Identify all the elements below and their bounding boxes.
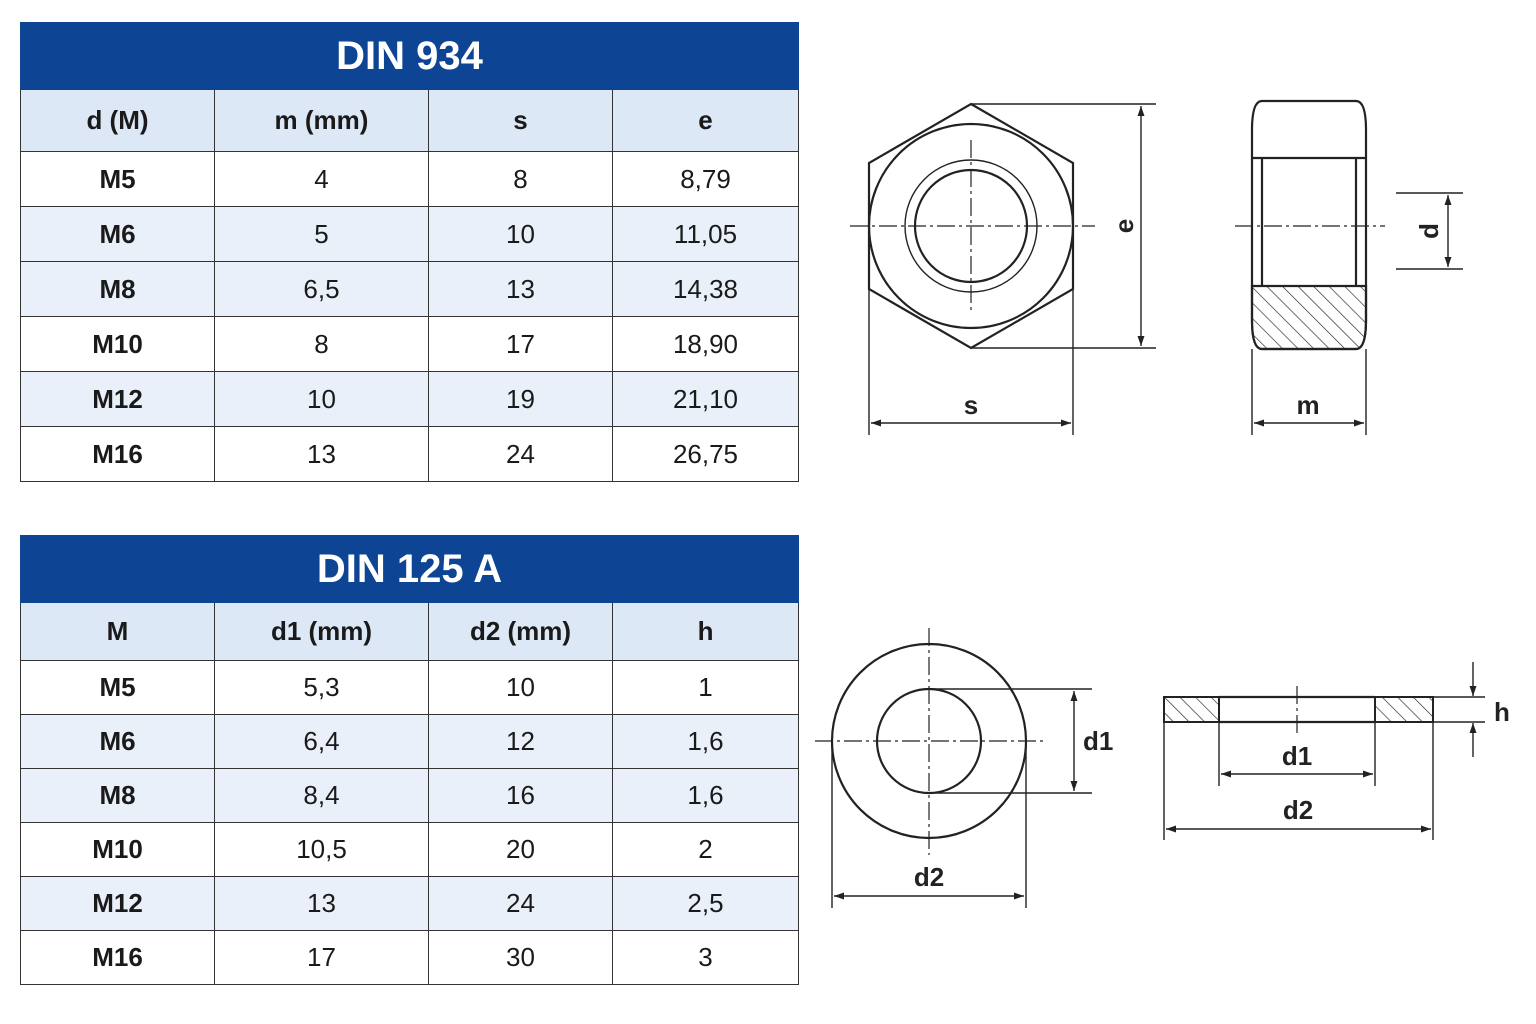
table-cell: 1,6 — [611, 714, 800, 769]
table-cell: 10 — [214, 371, 429, 427]
table-row: M10 8 17 18,90 — [20, 316, 799, 372]
table-cell: 6,5 — [214, 261, 429, 317]
din125a-header-d2: d2 (mm) — [428, 602, 613, 661]
label-e: e — [1109, 219, 1139, 233]
table-cell: 8,79 — [612, 151, 799, 207]
label-d2: d2 — [1283, 795, 1313, 825]
table-cell: 8 — [428, 151, 613, 207]
table-cell: M16 — [20, 426, 215, 482]
din934-header-e: e — [612, 89, 799, 152]
table-row: M16 13 24 26,75 — [20, 426, 799, 482]
table-cell: M16 — [20, 930, 215, 985]
table-cell: M12 — [20, 876, 215, 931]
table-cell: 1,6 — [611, 768, 800, 823]
table-cell: 2 — [611, 822, 800, 877]
table-cell: 1 — [611, 660, 800, 715]
label-d: d — [1414, 223, 1444, 239]
table-cell: 14,38 — [612, 261, 799, 317]
table-cell: M8 — [20, 768, 215, 823]
din125a-header-d1: d1 (mm) — [214, 602, 429, 661]
table-cell: 24 — [428, 426, 613, 482]
din934-header-s: s — [428, 89, 613, 152]
table-cell: 6,4 — [214, 714, 429, 769]
table-row: M12 13 24 2,5 — [20, 876, 800, 931]
washer-section-right — [1374, 696, 1434, 723]
table-cell: M6 — [20, 206, 215, 262]
table-cell: M10 — [20, 822, 215, 877]
table-cell: 17 — [214, 930, 429, 985]
table-cell: 11,05 — [612, 206, 799, 262]
chamfer-circle — [867, 122, 1075, 330]
table-cell: M5 — [20, 660, 215, 715]
din125a-table: DIN 125 A M d1 (mm) d2 (mm) h M5 5,3 10 … — [19, 535, 800, 985]
table-row: M6 5 10 11,05 — [20, 206, 799, 262]
label-h: h — [1494, 697, 1510, 727]
din934-table: DIN 934 d (M) m (mm) s e M5 4 8 8,79 M6 … — [20, 22, 799, 482]
din934-header-d: d (M) — [20, 89, 215, 152]
table-row: M8 8,4 16 1,6 — [20, 768, 800, 823]
washer-section-left — [1163, 696, 1220, 723]
table-cell: 10,5 — [214, 822, 429, 877]
table-cell: M12 — [20, 371, 215, 427]
table-cell: 10 — [428, 660, 613, 715]
washer-front-view: d1 d2 — [815, 628, 1113, 908]
table-cell: 10 — [428, 206, 613, 262]
table-cell: 21,10 — [612, 371, 799, 427]
table-cell: 26,75 — [612, 426, 799, 482]
table-row: M8 6,5 13 14,38 — [20, 261, 799, 317]
table-cell: 12 — [428, 714, 613, 769]
din934-title: DIN 934 — [20, 22, 799, 90]
table-row: M6 6,4 12 1,6 — [20, 714, 800, 769]
table-cell: M10 — [20, 316, 215, 372]
table-row: M16 17 30 3 — [20, 930, 800, 985]
label-m: m — [1296, 390, 1319, 420]
table-cell: M5 — [20, 151, 215, 207]
table-row: M12 10 19 21,10 — [20, 371, 799, 427]
table-cell: 4 — [214, 151, 429, 207]
table-cell: M6 — [20, 714, 215, 769]
table-cell: 13 — [214, 426, 429, 482]
table-cell: 30 — [428, 930, 613, 985]
table-cell: 24 — [428, 876, 613, 931]
nut-side-view: d m — [1235, 99, 1463, 435]
din125a-title: DIN 125 A — [19, 535, 800, 603]
table-cell: 16 — [428, 768, 613, 823]
section-hatch — [1250, 284, 1368, 351]
label-d1: d1 — [1282, 741, 1312, 771]
table-cell: 13 — [214, 876, 429, 931]
table-cell: 19 — [428, 371, 613, 427]
label-s: s — [964, 390, 978, 420]
table-cell: 13 — [428, 261, 613, 317]
table-row: M5 5,3 10 1 — [20, 660, 800, 715]
table-cell: 8,4 — [214, 768, 429, 823]
table-cell: 8 — [214, 316, 429, 372]
label-d2: d2 — [914, 862, 944, 892]
label-d1: d1 — [1083, 726, 1113, 756]
table-cell: 2,5 — [611, 876, 800, 931]
table-cell: 18,90 — [612, 316, 799, 372]
table-row: M5 4 8 8,79 — [20, 151, 799, 207]
table-cell: 5 — [214, 206, 429, 262]
washer-side-view: h d1 d2 — [1163, 662, 1510, 840]
table-cell: 3 — [611, 930, 800, 985]
nut-front-view: e s — [850, 102, 1156, 435]
